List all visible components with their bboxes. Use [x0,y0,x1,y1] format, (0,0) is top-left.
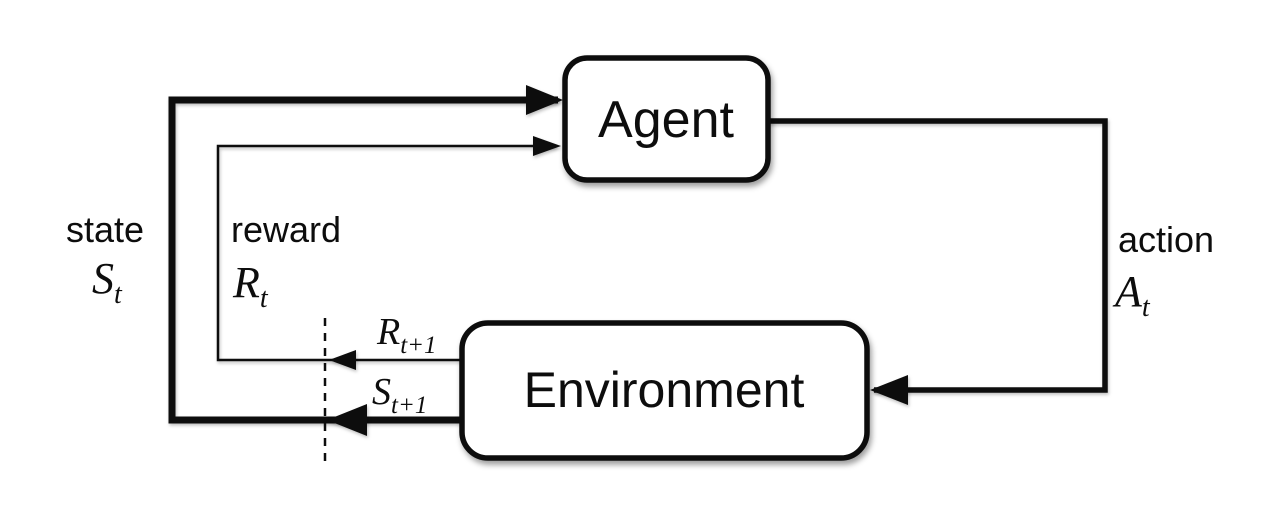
action-arrowhead-into-environment-icon [870,375,908,405]
reward-arrowhead-into-agent-icon [533,136,561,156]
label-layer: state St reward Rt action At Rt+1 St+1 [66,209,1214,419]
action-word-label: action [1118,219,1214,260]
next-state-symbol: St+1 [372,371,427,419]
environment-node-label: Environment [524,362,805,418]
edge-layer [168,85,1108,462]
action-symbol: At [1112,267,1151,323]
next-reward-arrowhead-icon [329,350,356,370]
next-state-symbol-main: S [372,371,391,413]
agent-node-label: Agent [598,91,734,149]
state-symbol-main: S [92,254,114,303]
next-reward-symbol-main: R [376,311,400,353]
state-symbol-subscript: t [114,279,123,310]
node-layer: Agent Environment [459,55,870,461]
action-symbol-main: A [1112,267,1143,316]
next-reward-symbol: Rt+1 [376,311,437,359]
action-symbol-subscript: t [1142,292,1151,323]
action-arrow [768,118,1108,393]
reward-symbol-main: R [232,258,260,307]
state-word-label: state [66,209,144,250]
next-state-arrowhead-icon [327,404,367,436]
agent-node [562,55,771,183]
reward-symbol-subscript: t [260,283,269,314]
reward-word-label: reward [231,209,341,250]
state-arrow [168,96,558,424]
environment-node [459,320,870,461]
reward-symbol: Rt [232,258,269,314]
next-state-symbol-subscript: t+1 [391,392,427,419]
next-reward-symbol-subscript: t+1 [400,332,436,359]
state-symbol: St [92,254,123,310]
state-arrowhead-into-agent-icon [526,85,563,115]
